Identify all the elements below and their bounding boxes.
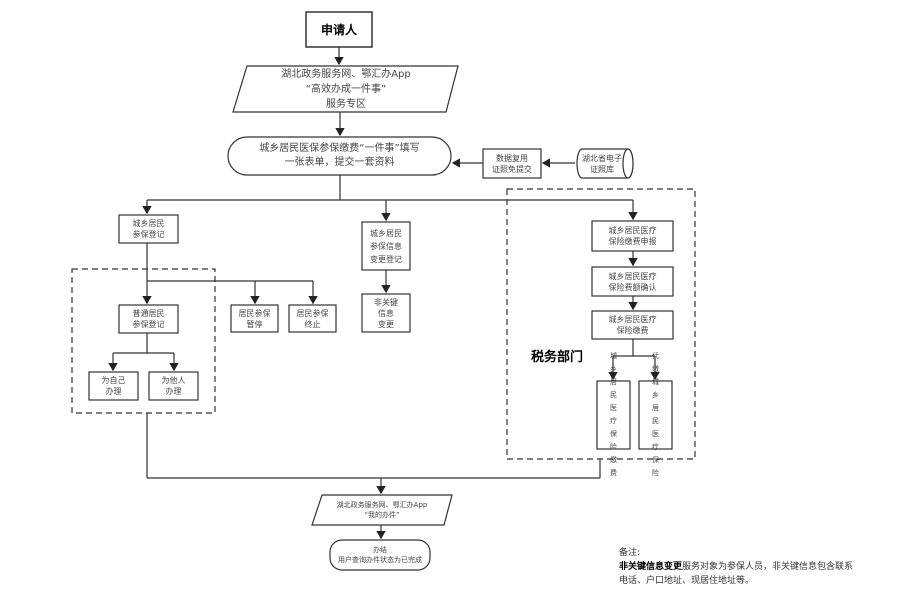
node-others: 为他人 办理: [161, 376, 186, 396]
node-info-change: 城乡居民 参保信息 变更登记: [370, 228, 402, 264]
node-pay: 城乡居民医疗 保险缴费: [608, 315, 657, 335]
notes-body: 非关键信息变更服务对象为参保人员，非关键信息包含联系电话、户口地址、现居住地址等…: [619, 560, 859, 588]
notes-label: 备注:: [619, 548, 641, 558]
node-portal: 湖北政务服务网、鄂汇办App “高效办成一件事” 服务专区: [281, 68, 411, 110]
node-self: 为自己 办理: [101, 376, 126, 396]
notes: 备注: 非关键信息变更服务对象为参保人员，非关键信息包含联系电话、户口地址、现居…: [619, 546, 859, 588]
node-my-affairs: 湖北政务服务网、鄂汇办App “我的办件”: [336, 501, 428, 519]
notes-bold: 非关键信息变更: [619, 562, 683, 572]
node-applicant: 申请人: [320, 22, 357, 37]
node-terminate: 居民参保 终止: [296, 308, 329, 329]
tax-dept-label: 税务部门: [530, 350, 583, 365]
node-pay-self: 城 乡 居 民 医 疗 保 险 缴 费: [610, 352, 617, 477]
node-form: 城乡居民医保参保缴费“一件事”填写 一张表单，提交一套资料: [259, 143, 420, 168]
node-cert-db: 湖北省电子 证照库: [582, 153, 622, 174]
node-suspend: 居民参保 暂停: [238, 308, 271, 329]
node-register: 城乡居民 参保登记: [132, 219, 165, 239]
node-pay-proxy: 代 缴 城 乡 居 民 医 疗 保 险: [652, 352, 659, 477]
node-confirm: 城乡居民医疗 保险费额确认: [608, 271, 657, 292]
node-declare: 城乡居民医疗 保险缴费申报: [608, 226, 657, 246]
node-normal-register: 普通居民 参保登记: [132, 309, 165, 329]
node-done: 办结 用户查询办件状态为已完成: [338, 546, 422, 564]
node-data-reuse: 数据复用 证照免提交: [492, 153, 532, 174]
node-non-key-change: 非关键 信息 变更: [374, 297, 398, 329]
notes-text: 服务对象为参保人员，非关键信息包含联系电话、户口地址、现居住地址等。: [619, 562, 854, 586]
